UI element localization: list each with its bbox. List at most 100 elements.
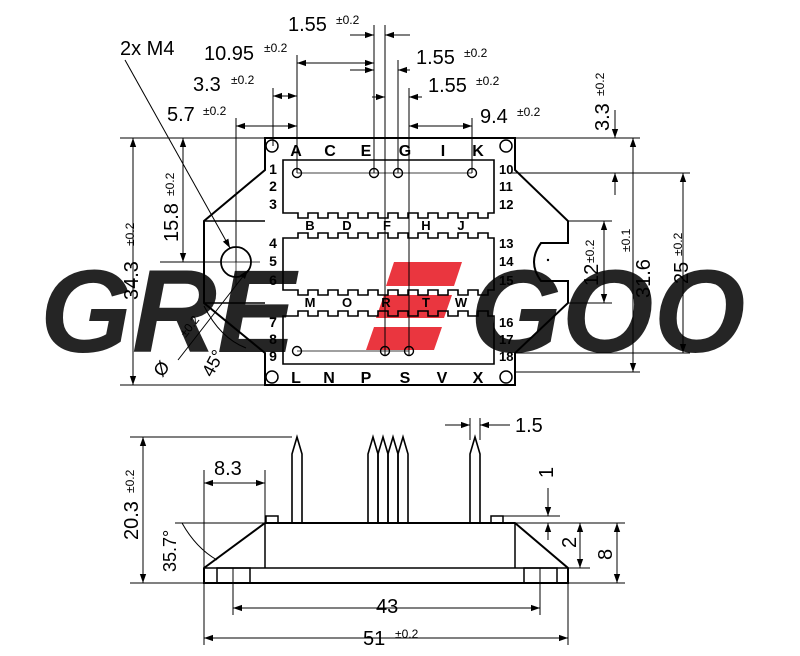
side-pin — [387, 434, 399, 524]
dim-3-3-top: 3.3 — [193, 74, 221, 96]
tolerance: ±0.2 — [264, 41, 288, 55]
pin-label-row1: F — [383, 218, 391, 233]
right-number: 13 — [499, 236, 513, 251]
tolerance: ±0.2 — [203, 104, 227, 118]
tolerance: ±0.2 — [583, 239, 597, 263]
side-view-dimension-text: 1.5 8.3 1 20.3 ±0.2 35.7° 2 8 43 51 ±0.2 — [121, 415, 617, 650]
top-view-labels: A C E G I K L N P S V X B D F H J M O R … — [269, 143, 514, 387]
top-view — [203, 137, 569, 386]
side-pin — [397, 434, 409, 524]
tolerance: ±0.2 — [517, 105, 541, 119]
tolerance: ±0.1 — [619, 228, 633, 252]
dim-angle-35-7: 35.7° — [160, 530, 180, 572]
pin-label-bottom: L — [291, 370, 301, 387]
pin-label-bottom: N — [323, 370, 335, 387]
right-number: 11 — [499, 179, 513, 194]
tolerance: ±0.2 — [123, 222, 137, 246]
tolerance: ±0.2 — [163, 172, 177, 196]
dim-8: 8 — [595, 549, 617, 560]
left-number: 4 — [269, 235, 277, 251]
pin-label-bottom: S — [400, 370, 411, 387]
dim-1-55-second: 1.55 — [416, 47, 455, 69]
pin-label-bottom: V — [437, 370, 448, 387]
top-view-dimension-text: 1.55 ±0.2 10.95 ±0.2 1.55 ±0.2 3.3 ±0.2 … — [120, 13, 693, 380]
dim-1-5: 1.5 — [515, 415, 543, 437]
dim-5-7: 5.7 — [167, 104, 195, 126]
pin-label-top: E — [361, 143, 372, 160]
dim-25: 25 — [671, 262, 693, 284]
top-bump-right — [490, 515, 504, 524]
right-number: 15 — [499, 273, 513, 288]
dim-12: 12 — [581, 264, 603, 286]
side-pin — [291, 434, 303, 524]
right-number: 12 — [499, 197, 513, 212]
dim-20-3: 20.3 — [121, 501, 143, 540]
left-number: 3 — [269, 196, 277, 212]
pin-label-row1: J — [457, 218, 464, 233]
left-number: 1 — [269, 161, 277, 177]
watermark: GRE GOO — [40, 246, 745, 378]
dim-8-3: 8.3 — [214, 458, 242, 480]
left-number: 6 — [269, 272, 277, 288]
pin-label-row1: B — [305, 218, 314, 233]
top-bump-left — [265, 515, 279, 524]
pin-label-bottom: X — [473, 370, 484, 387]
right-number: 14 — [499, 254, 514, 269]
pin-label-row2: O — [342, 295, 352, 310]
side-view — [203, 434, 569, 584]
dim-1: 1 — [536, 467, 558, 478]
tolerance: ±0.2 — [593, 72, 607, 96]
screw-label: 2x M4 — [120, 38, 174, 60]
tolerance: ±0.2 — [395, 627, 419, 641]
tolerance: ±0.2 — [476, 74, 500, 88]
left-tab-outline — [204, 220, 265, 304]
left-number: 9 — [269, 348, 277, 364]
tolerance: ±0.2 — [336, 13, 360, 27]
dim-1-55-third: 1.55 — [428, 75, 467, 97]
side-view-body — [203, 522, 569, 584]
top-view-dimensions — [120, 25, 690, 386]
terminal-block-3 — [282, 310, 495, 365]
side-pin — [367, 434, 379, 524]
watermark-text-left: GRE — [40, 246, 299, 378]
dim-1-55-top: 1.55 — [288, 14, 327, 36]
tolerance: ±0.2 — [123, 469, 137, 493]
corner-circle-tl — [265, 139, 279, 153]
corner-circle-br — [499, 370, 513, 384]
pin-label-top: G — [399, 143, 411, 160]
dim-15-8: 15.8 — [161, 203, 183, 242]
side-pin — [469, 434, 481, 524]
left-number: 2 — [269, 178, 277, 194]
left-number: 8 — [269, 331, 277, 347]
tolerance: ±0.2 — [464, 46, 488, 60]
pin-label-row2: M — [305, 295, 316, 310]
pin-label-row2: T — [422, 295, 430, 310]
left-number: 7 — [269, 314, 277, 330]
pin-label-bottom: P — [361, 370, 372, 387]
dim-9-4: 9.4 — [480, 106, 508, 128]
pin-label-top: A — [290, 143, 302, 160]
tolerance: ±0.2 — [231, 73, 255, 87]
pin-label-top: I — [441, 143, 445, 160]
side-pin — [377, 434, 389, 524]
corner-circle-tr — [499, 139, 513, 153]
top-view-body-outline — [203, 137, 569, 386]
left-number: 5 — [269, 253, 277, 269]
dim-10-95: 10.95 — [204, 43, 254, 65]
pin-label-top: C — [324, 143, 336, 160]
right-number: 10 — [499, 162, 513, 177]
dim-51: 51 — [363, 628, 385, 650]
side-view-dimensions — [130, 418, 625, 645]
dim-2: 2 — [559, 537, 581, 548]
dim-43: 43 — [376, 596, 398, 618]
terminal-block-1 — [282, 159, 495, 219]
dim-31-6: 31.6 — [633, 259, 655, 298]
tolerance: ±0.2 — [671, 232, 685, 256]
pin-label-row1: H — [421, 218, 430, 233]
dim-3-3-right: 3.3 — [592, 103, 614, 131]
pin-label-row2: W — [455, 295, 468, 310]
pin-label-top: K — [472, 143, 484, 160]
corner-circle-bl — [265, 370, 279, 384]
right-number: 17 — [499, 332, 513, 347]
